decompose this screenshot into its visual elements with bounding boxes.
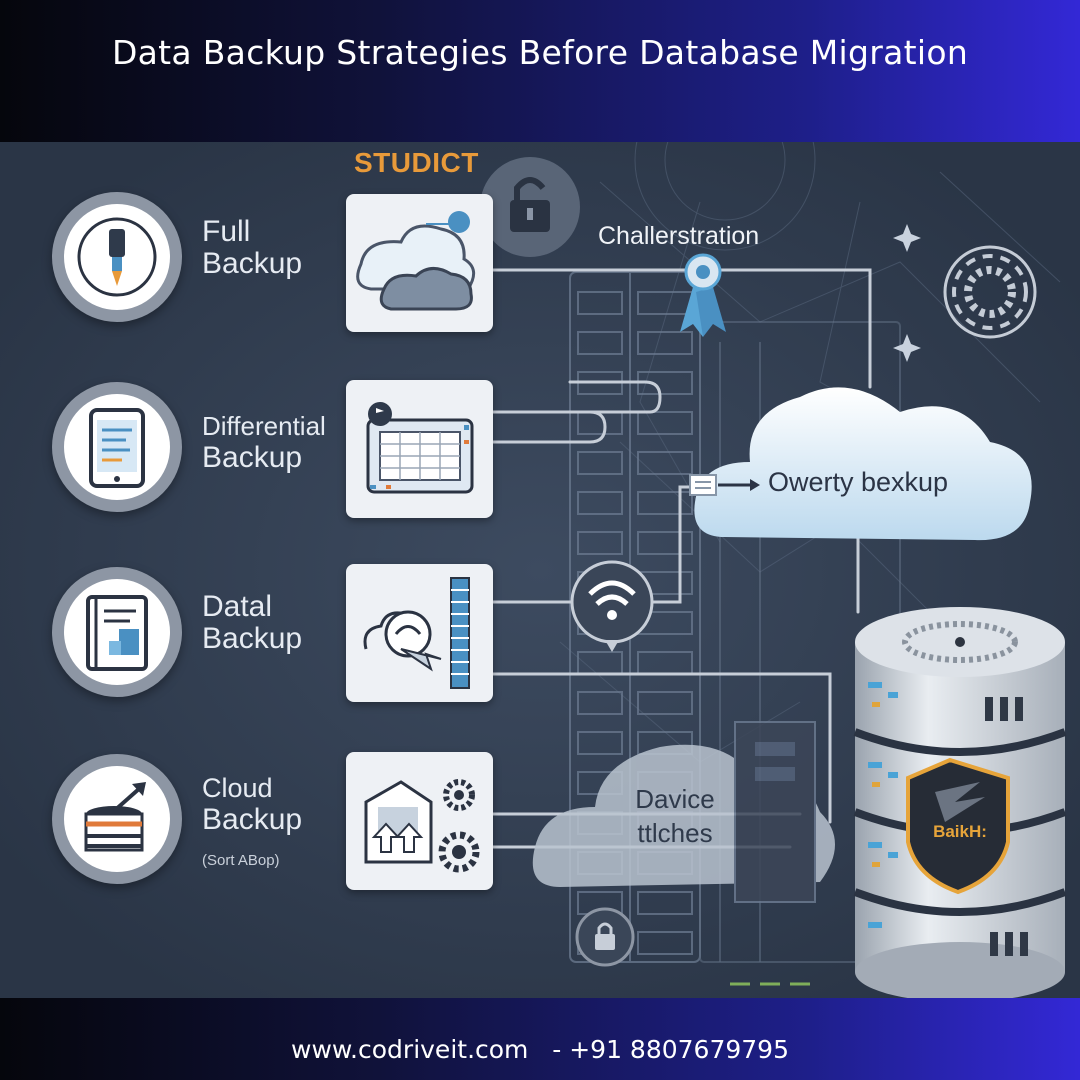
strategy-subtitle: (Sort ABop) [202,852,280,869]
strategy-full-backup: Full Backup [52,192,352,322]
strategy-cloud-backup: Cloud Backup (Sort ABop) [52,754,352,884]
cloud-icon [689,387,1032,541]
data-transfer-icon [363,577,470,689]
pen-icon [77,217,157,297]
strategy-label: Differential Backup [202,411,326,474]
document-icon [86,595,148,671]
strategy-label: Full Backup [202,215,303,280]
strategy-datal-backup: Datal Backup [52,567,352,697]
wifi-icon [570,560,654,652]
device-label: Davice ttlches [580,782,770,850]
datal-backup-tile [346,564,493,702]
device-label-line1: Davice [635,784,715,814]
award-badge-icon [680,253,726,337]
strategy-ring [52,567,182,697]
node-label: Challerstration [598,222,760,250]
emblem-icon [943,245,1037,339]
illustration-panel: STUDICT Challerstration Owerty bexkup Da… [0,142,1080,998]
cloud-label: Owerty bexkup [768,467,949,497]
top-label: STUDICT [354,147,479,178]
strategy-label: Cloud Backup [202,773,303,836]
tablet-icon [89,408,145,488]
small-lock-icon [575,907,635,967]
differential-backup-tile [346,380,493,518]
header-band [0,0,1080,142]
upload-boxes-icon [364,779,480,873]
full-backup-tile [346,194,493,332]
strategy-ring [52,192,182,322]
footer-contact: www.codriveit.com - +91 8807679795 [291,1035,789,1064]
cloud-sync-icon [356,211,476,311]
cloud-backup-tile [346,752,493,890]
strategy-label: Datal Backup [202,590,303,655]
strategy-ring [52,754,182,884]
database-server-icon [853,607,1067,998]
page-title: Data Backup Strategies Before Database M… [111,33,969,72]
lock-icon [480,157,580,257]
database-upload-icon [84,782,146,852]
device-cloud-icon [532,721,835,903]
spreadsheet-icon [366,402,474,494]
strategy-differential-backup: Differential Backup [52,382,352,512]
shield-label: BaikH: [933,822,987,841]
footer-band [0,998,1080,1080]
strategy-ring [52,382,182,512]
background-circuit [0,142,1080,998]
device-label-line2: ttlches [637,818,713,848]
